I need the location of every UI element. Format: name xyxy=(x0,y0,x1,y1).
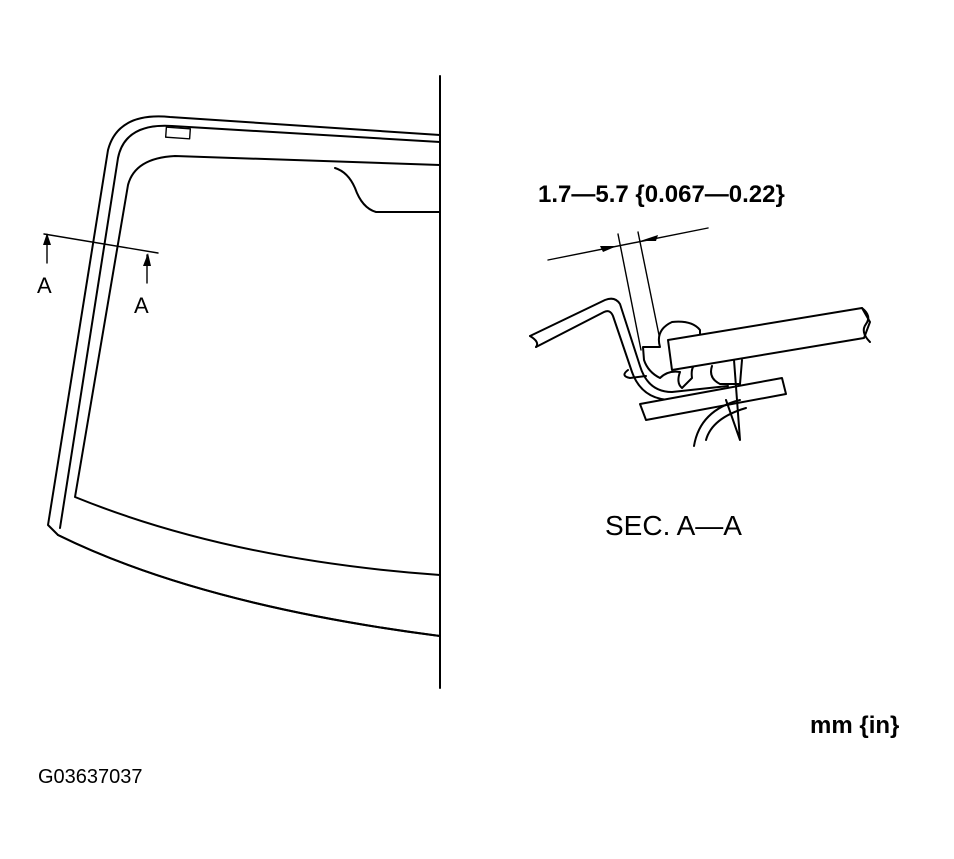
windshield-view: A A xyxy=(37,75,441,689)
figure-id: G03637037 xyxy=(38,766,143,788)
body-panel-break xyxy=(529,335,539,348)
small-clip xyxy=(623,369,647,379)
glass-panel xyxy=(667,307,871,371)
extension-line-left xyxy=(617,233,642,351)
glass-bottom-line xyxy=(57,534,441,637)
glass-break xyxy=(861,307,871,343)
dimension-arrow-right xyxy=(640,235,658,241)
inner-trim xyxy=(693,399,741,447)
section-cut-line xyxy=(43,233,159,254)
dimension-label: 1.7—5.7 {0.067—0.22} xyxy=(538,181,785,208)
section-marker-right: A xyxy=(134,293,149,318)
urethane-bead xyxy=(710,359,743,385)
dimension-arrow-left xyxy=(600,246,617,252)
lower-flange xyxy=(639,377,787,421)
units-label: mm {in} xyxy=(810,712,899,739)
extension-line-right xyxy=(637,231,661,341)
glass-outer-edge xyxy=(47,115,441,637)
section-arrow-left-head xyxy=(43,233,51,245)
mirror-bump-outline xyxy=(334,167,441,213)
dimension-line xyxy=(547,227,709,261)
molding-line xyxy=(59,124,441,529)
sensor-mark xyxy=(164,126,192,140)
section-view: 1.7—5.7 {0.067—0.22} SEC. A—A xyxy=(529,181,871,541)
body-panel xyxy=(529,297,729,393)
section-title: SEC. A—A xyxy=(605,510,742,541)
section-arrow-right-head xyxy=(143,253,151,266)
ceramic-band-boundary xyxy=(74,155,441,576)
body-panel-inner xyxy=(535,310,729,401)
section-marker-left: A xyxy=(37,273,52,298)
inner-trim-2 xyxy=(705,407,747,441)
